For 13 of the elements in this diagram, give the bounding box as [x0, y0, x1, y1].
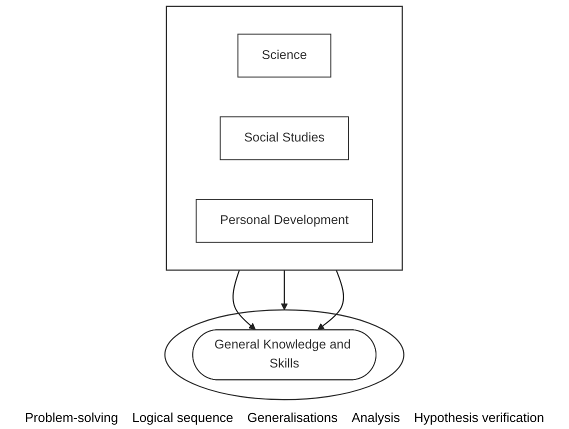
skill-label: Generalisations [247, 410, 338, 425]
skill-label: Analysis [352, 410, 400, 425]
cluster [164, 309, 405, 400]
node-box: Social Studies [220, 116, 350, 160]
skill-label: Problem-solving [24, 410, 118, 425]
skill-label: Logical sequence [132, 410, 234, 425]
node-box: Personal Development [196, 198, 374, 243]
arrow [281, 270, 288, 310]
skill-label: Hypothesis verification [414, 410, 544, 425]
arrow [232, 270, 256, 330]
arrow [317, 270, 344, 330]
node-box: Science [238, 34, 332, 78]
cluster [166, 6, 404, 271]
